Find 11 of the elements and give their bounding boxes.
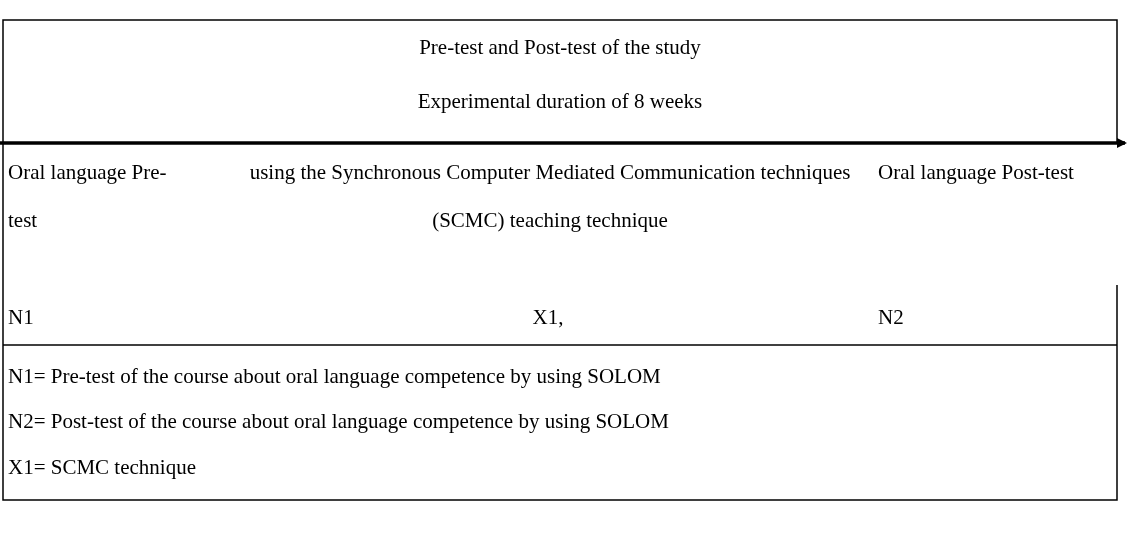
note: X1= SCMC technique [8,454,197,481]
table-cell-text: using the Synchronous Computer Mediated Communication techniques (SCMC) teaching technique [248,159,852,234]
subtitle: Experimental duration of 8 weeks [416,88,704,115]
note: N1= Pre-test of the course about oral language competence by using SOLOM [8,363,662,390]
table-cell-text: N2 [878,304,905,331]
table-cell-text: N1 [8,304,35,331]
table-cell-text: X1, [531,304,565,331]
title: Pre-test and Post-test of the study [418,34,702,61]
table-cell-text: Oral language Post-test [878,159,1075,186]
note: N2= Post-test of the course about oral language competence by using SOLOM [8,408,670,435]
table-cell-text: Oral language Pre-test [8,159,168,234]
